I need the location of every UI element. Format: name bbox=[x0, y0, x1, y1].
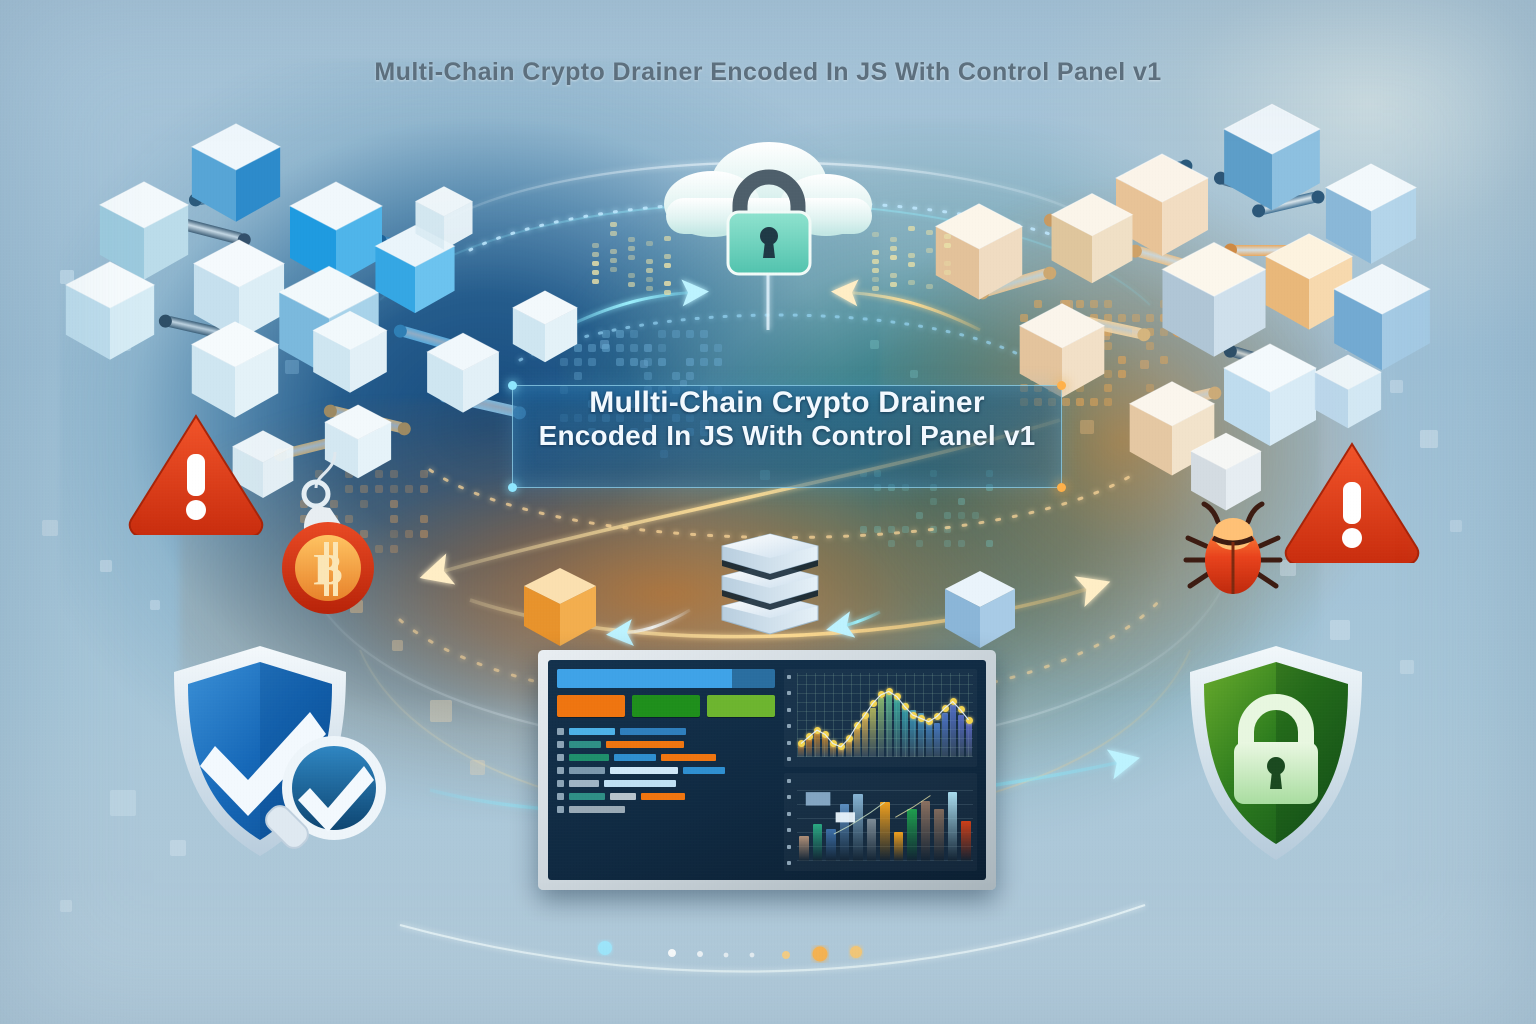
grain-overlay bbox=[0, 0, 1536, 1024]
illustration-canvas: Mullti-Chain Crypto Drainer Encoded In J… bbox=[0, 0, 1536, 1024]
